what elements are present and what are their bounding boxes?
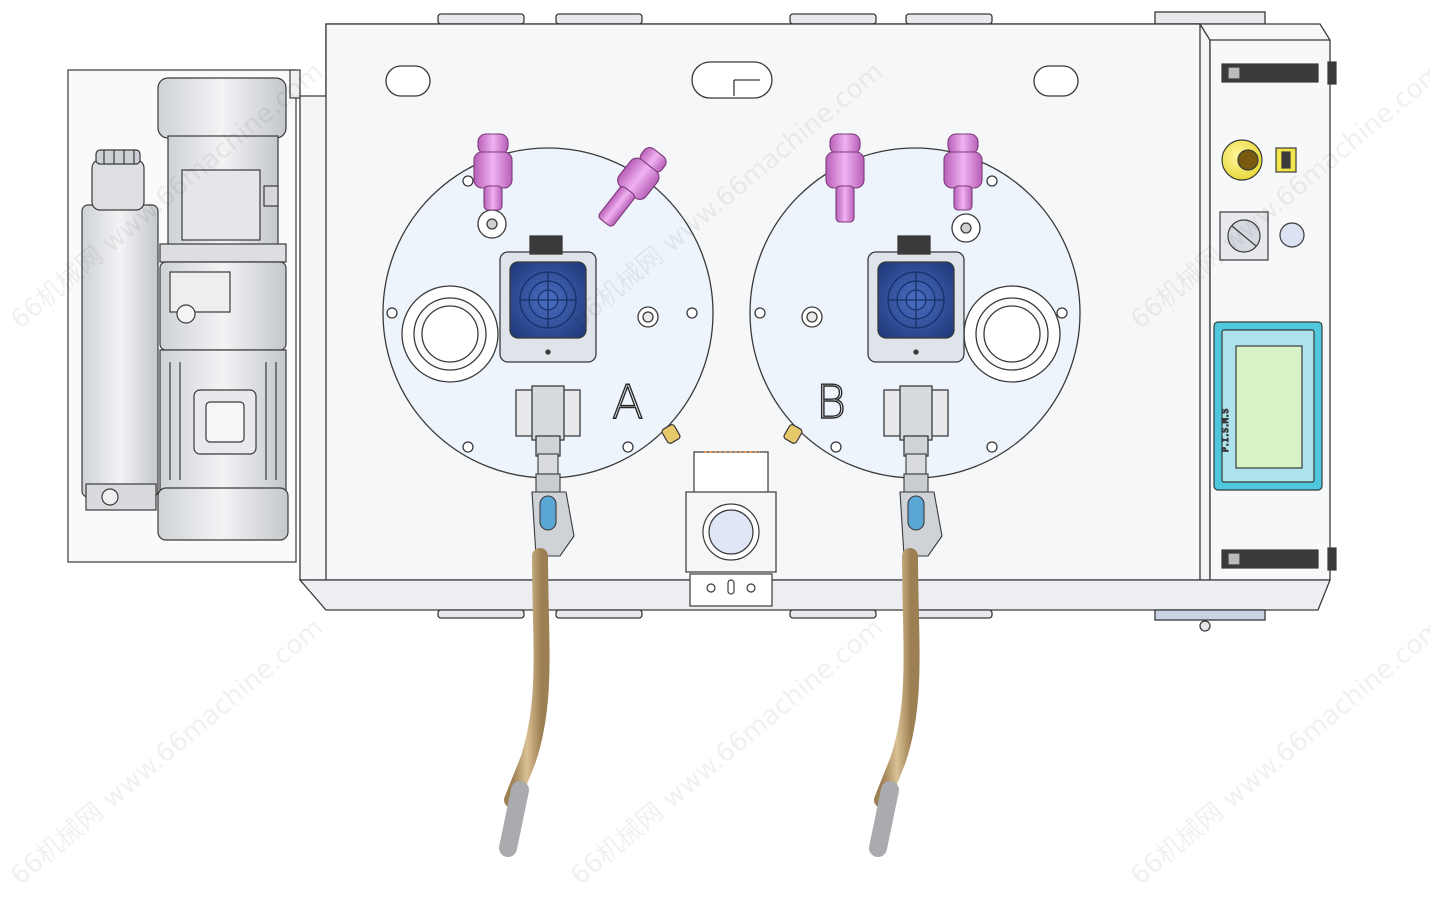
fitting-b1 [825,133,865,223]
tank-a-label: A [612,375,643,429]
pump-module [67,69,301,563]
nozzle-a [499,453,575,857]
fitting-b2 [943,133,983,211]
pink-fittings [473,133,983,227]
center-module [661,424,803,607]
handle-slot-left [385,65,431,97]
hose-b [874,548,920,808]
bottom-rail [298,579,1331,611]
watermark-6: 66机械网 www.66machine.com [1125,613,1430,892]
control-panel: P.I.S.M.S [1213,61,1337,571]
pilot-light [1279,222,1305,248]
hmi-label: P.I.S.M.S [1221,408,1230,452]
fitting-a1 [473,133,513,211]
watermark-4: 66机械网 www.66machine.com [5,613,329,892]
handle-slot-center [691,61,773,99]
nozzle-a-trigger [539,495,557,531]
handle-slot-right [1033,65,1079,97]
watermark-5: 66机械网 www.66machine.com [565,613,889,892]
fitting-a2 [598,147,667,227]
control-column [1198,23,1331,581]
hmi-screen[interactable] [1235,345,1303,469]
tank-a: A [382,147,714,479]
motor-base [157,487,289,541]
latch-top [1221,63,1319,83]
latch-bottom [1221,549,1319,569]
nozzle-b [869,453,943,857]
hose-a [504,548,550,808]
tank-b-label: B [816,375,846,429]
tank-b: B [749,147,1081,479]
nozzle-b-trigger [907,495,925,531]
